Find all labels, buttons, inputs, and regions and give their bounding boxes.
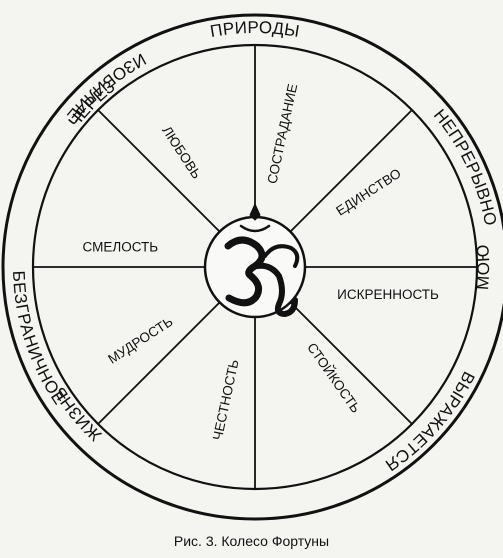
outer-circle bbox=[1, 13, 503, 521]
spoke-line bbox=[289, 301, 413, 425]
spoke-lines bbox=[33, 45, 477, 489]
outer-ring-word: НЕПРЕРЫВНО bbox=[430, 106, 500, 228]
spoke-label: ЛЮБОВЬ bbox=[159, 123, 204, 181]
spoke-label: ЧЕСТНОСТЬ bbox=[210, 358, 242, 442]
spoke-label: МУДРОСТЬ bbox=[105, 314, 175, 367]
spoke-label: ИСКРЕННОСТЬ bbox=[337, 287, 439, 302]
outer-ring-word: БЕЗГРАНИЧНОЕ bbox=[8, 270, 68, 408]
spoke-label: СОСТРАДАНИЕ bbox=[264, 82, 300, 185]
figure-caption: Рис. 3. Колесо Фортуны bbox=[173, 533, 330, 549]
spoke-line bbox=[289, 109, 413, 233]
spoke-line bbox=[97, 109, 221, 233]
outer-ring-word: ПРИРОДЫ bbox=[209, 18, 301, 41]
om-symbol-icon bbox=[224, 202, 300, 318]
spoke-line bbox=[97, 301, 221, 425]
wheel-of-fortune-diagram: ПРИРОДЫНЕПРЕРЫВНОВЫРАЖАЕТСЯЧЕРЕЗМОЮЖИЗНЬ… bbox=[1, 13, 503, 521]
spoke-label: ЕДИНСТВО bbox=[333, 166, 403, 219]
outer-ring-word: МОЮ bbox=[474, 244, 494, 291]
spoke-label: СТОЙКОСТЬ bbox=[304, 340, 363, 416]
spoke-label: СМЕЛОСТЬ bbox=[83, 240, 159, 255]
outer-ring-word: ВЫРАЖАЕТСЯ bbox=[381, 368, 478, 474]
outer-ring-word: ИЗОБИЛИЕ bbox=[63, 49, 149, 125]
